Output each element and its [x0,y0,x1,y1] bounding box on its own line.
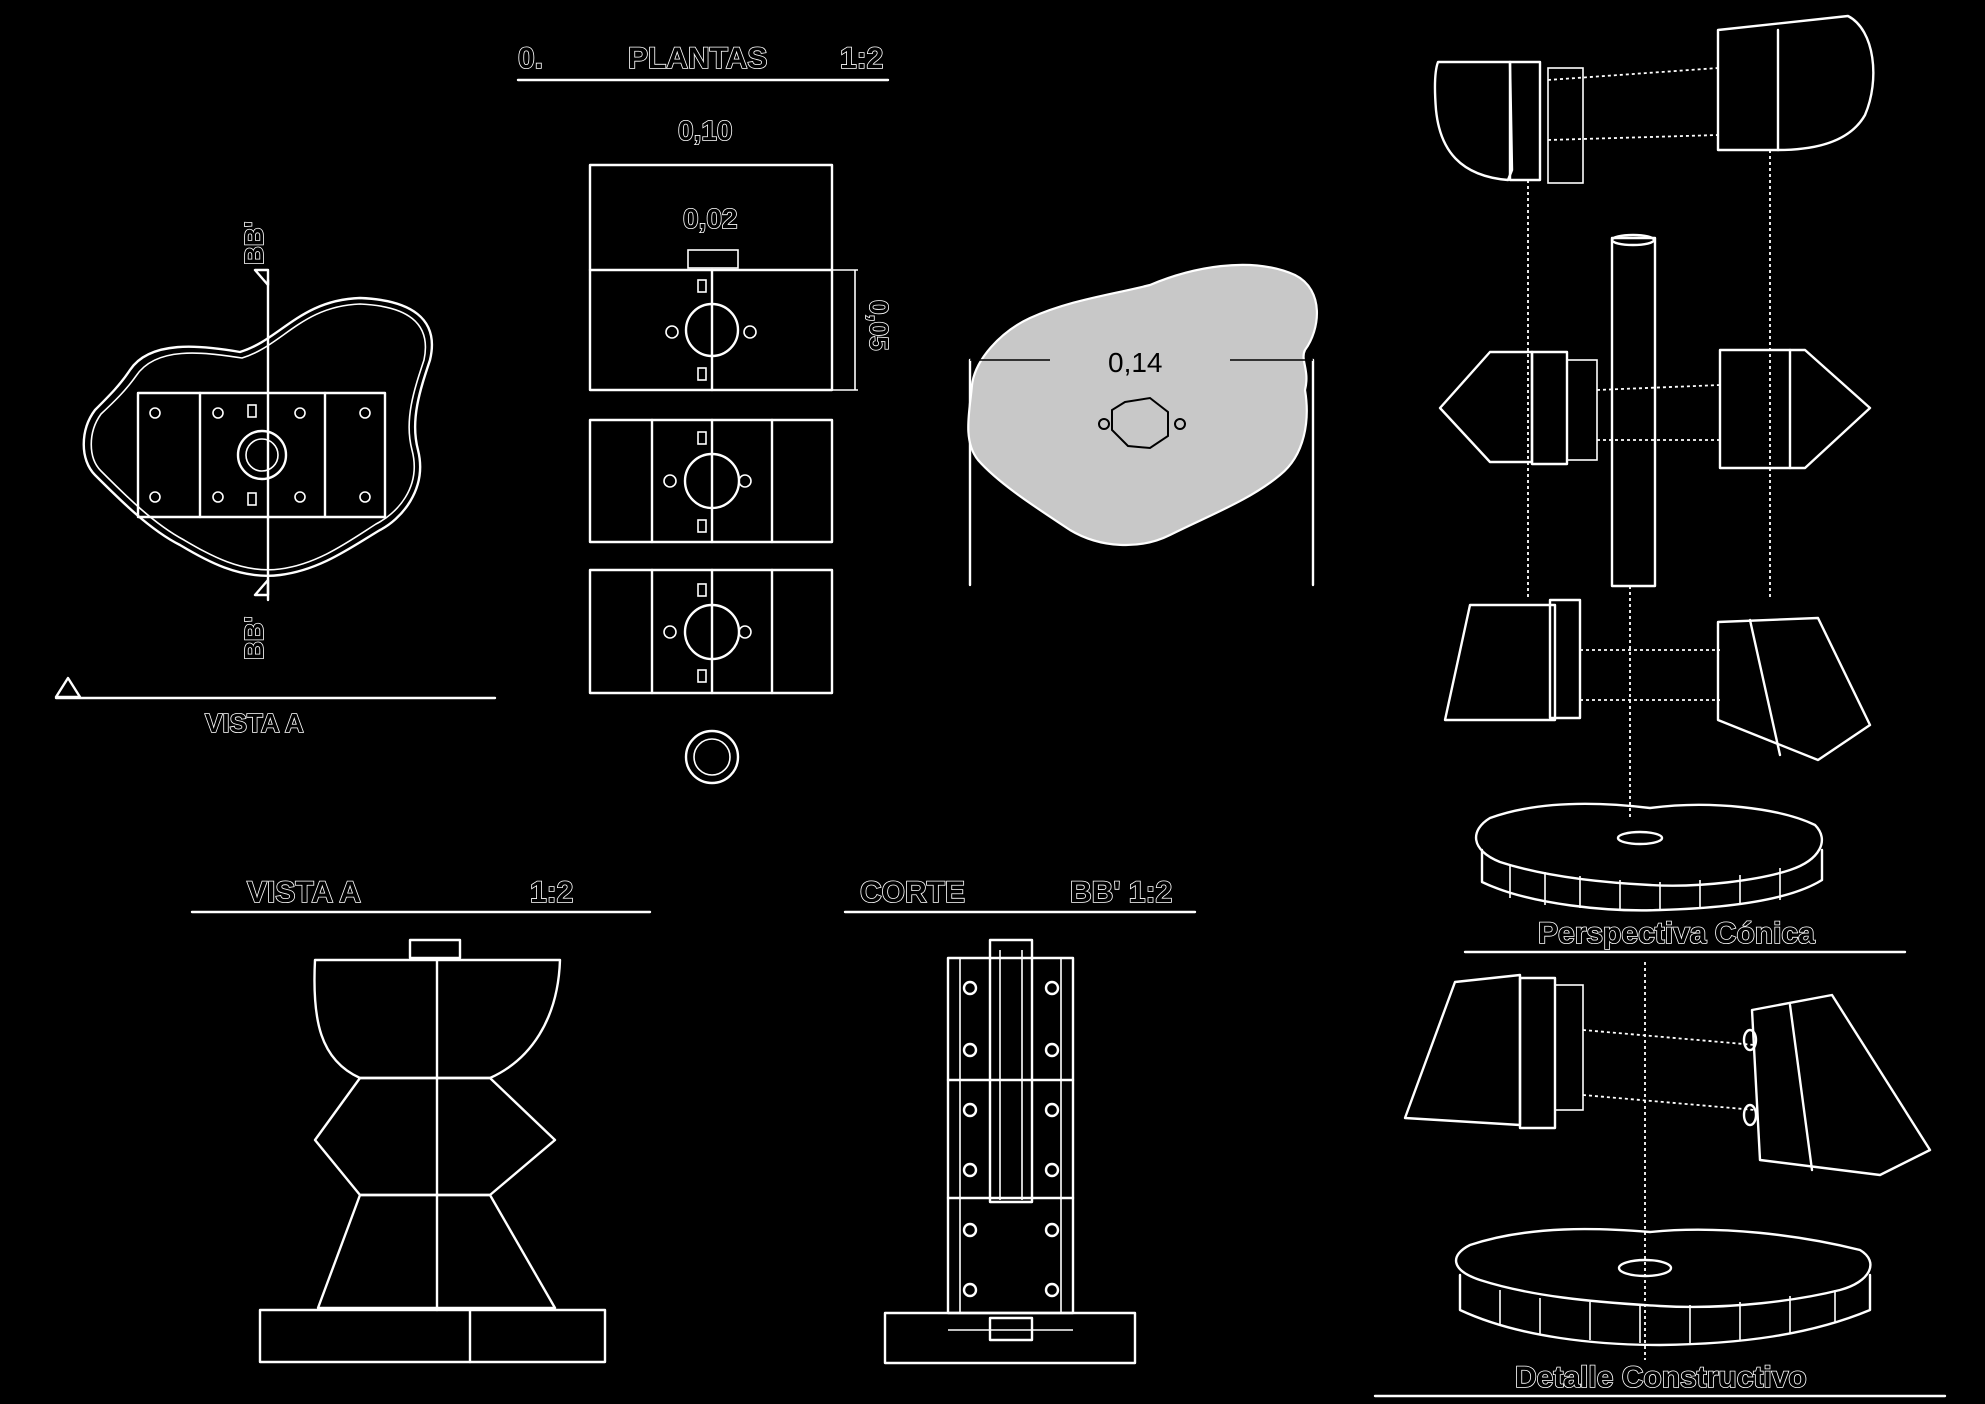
dim-base-width: 0,14 [1108,347,1163,378]
plantas-index: 0. [518,42,543,75]
dim-width-inner: 0,02 [683,203,738,234]
section-mark-top: BB' [239,221,269,265]
plantas-scale: 1:2 [840,42,883,75]
corte-section: CORTE BB' 1:2 [843,875,1197,1365]
center-hole [236,429,288,481]
vista-a-scale: 1:2 [530,876,573,909]
dim-height-side: 0,05 [864,300,894,351]
section-mark-bottom: BB' [239,616,269,660]
dim-width-top: 0,10 [678,115,733,146]
base-plan: 0,14 [967,263,1318,587]
tube-section [684,729,740,785]
perspectiva-label: Perspectiva Cónica [1538,917,1815,950]
vista-a-elevation: VISTA A 1:2 [190,875,652,1364]
corte-scale: BB' 1:2 [1070,876,1172,909]
detalle-label: Detalle Constructivo [1515,1361,1807,1394]
construction-detail: Detalle Constructivo [1373,962,1947,1398]
corte-title: CORTE [860,876,965,909]
plan-view-base: BB' BB' VISTA A [54,220,497,739]
perspective-exploded: Perspectiva Cónica [1433,14,1907,954]
plantas-title: 0. PLANTAS 1:2 [516,41,890,82]
plantas-label: PLANTAS [628,42,767,75]
plantas-views: 0,10 0,02 0,05 [588,114,895,785]
vista-a-small-label: VISTA A [205,708,304,738]
plan-plate [136,391,387,519]
vista-a-title: VISTA A [247,876,361,909]
